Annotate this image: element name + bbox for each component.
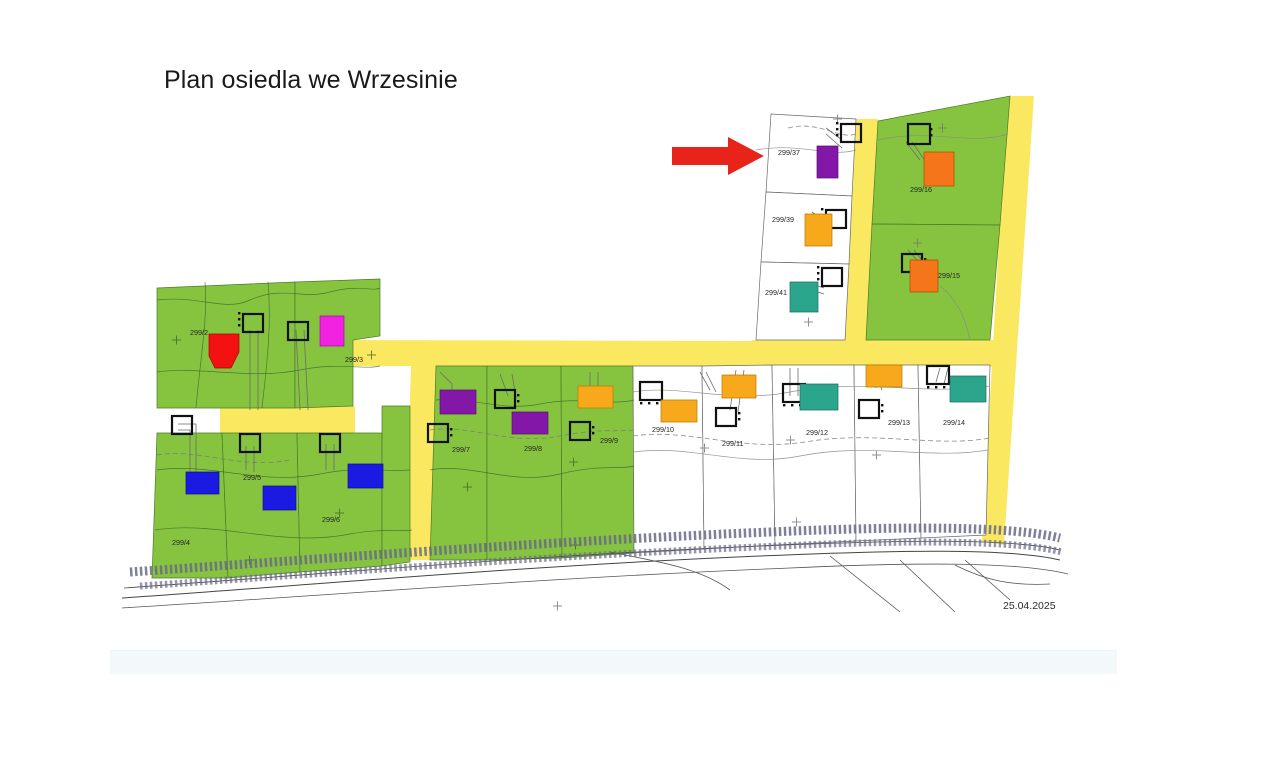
- parcel-area-299-10[interactable]: [632, 365, 705, 554]
- parcel-label-299-5: 299/5: [243, 473, 261, 482]
- house-299-14[interactable]: [949, 375, 987, 403]
- outbuilding-icon: [820, 266, 844, 288]
- cadastral-dashed-lines: [156, 125, 991, 464]
- parcel-label-299-9: 299/9: [600, 436, 618, 445]
- parcel-label-299-4: 299/4: [172, 538, 190, 547]
- house-299-39[interactable]: [804, 213, 833, 247]
- road-ne-horizontal: [750, 340, 1006, 367]
- pointer-arrow: [672, 137, 764, 175]
- house-299-41[interactable]: [789, 281, 819, 313]
- road-west-spur: [220, 406, 355, 433]
- parcel-area-299-13[interactable]: [853, 364, 922, 542]
- road-network: [220, 96, 1034, 560]
- parcel-label-299-12: 299/12: [806, 428, 828, 437]
- road-middle-vertical: [405, 366, 436, 560]
- house-299-4[interactable]: [185, 471, 220, 495]
- parcel-label-299-6: 299/6: [322, 515, 340, 524]
- site-plan-map[interactable]: 299/2 299/3 299/4 299/5 299/6 299/7 299/8 299/9…: [0, 0, 1280, 640]
- site-plan-svg[interactable]: 299/2 299/3 299/4 299/5 299/6 299/7 299/8 299/9…: [0, 0, 1280, 640]
- house-299-13[interactable]: [865, 364, 903, 388]
- outbuilding-icon: [857, 398, 881, 420]
- outbuilding-icon: [493, 388, 517, 410]
- page-title: Plan osiedla we Wrzesinie: [164, 66, 458, 94]
- house-299-15[interactable]: [909, 259, 939, 293]
- house-footprints[interactable]: [185, 145, 987, 511]
- road-central-horizontal: [352, 340, 754, 366]
- cadastral-linework: [154, 281, 635, 539]
- parcel-label-299-41: 299/41: [765, 288, 787, 297]
- house-299-6[interactable]: [347, 463, 384, 489]
- parcel-area-299-8[interactable]: [486, 365, 563, 561]
- parcel-label-299-39: 299/39: [772, 215, 794, 224]
- house-299-7[interactable]: [439, 389, 477, 415]
- parcel-area-299-14[interactable]: [917, 364, 991, 539]
- house-299-10[interactable]: [660, 399, 698, 423]
- outbuilding-icon: [238, 432, 262, 454]
- house-299-3[interactable]: [319, 315, 345, 347]
- outbuilding-icon: [839, 122, 863, 144]
- outbuilding-icon: [241, 312, 265, 334]
- house-299-5[interactable]: [262, 485, 297, 511]
- parcel-area-299-west-filler: [381, 405, 411, 567]
- house-299-8[interactable]: [511, 411, 549, 435]
- outbuilding-icon: [170, 414, 194, 436]
- parcel-label-299-37: 299/37: [778, 148, 800, 157]
- parcel-label-299-16: 299/16: [910, 185, 932, 194]
- parcel-label-299-11: 299/11: [722, 439, 743, 448]
- outbuilding-icon: [318, 432, 342, 454]
- outbuilding-icon: [426, 422, 450, 444]
- parcel-labels: 299/2 299/3 299/4 299/5 299/6 299/7 299/8 299/9…: [172, 148, 965, 547]
- parcel-label-299-2: 299/2: [190, 328, 208, 337]
- date-stamp: 25.04.2025: [1003, 600, 1056, 612]
- survey-marks-grey: [553, 114, 947, 611]
- outbuilding-icon: [638, 380, 664, 402]
- house-299-11[interactable]: [721, 374, 757, 399]
- house-299-16[interactable]: [923, 151, 955, 187]
- outbuilding-icon: [925, 364, 951, 386]
- outbuilding-icon: [568, 420, 592, 442]
- bottom-street: [121, 523, 1069, 613]
- outbuilding-icon: [286, 320, 310, 342]
- parcel-label-299-13: 299/13: [888, 418, 910, 427]
- parcel-label-299-10: 299/10: [652, 425, 674, 434]
- house-299-37[interactable]: [816, 145, 839, 179]
- road-right-diagonal: [982, 96, 1034, 545]
- parcel-group-ne-green[interactable]: [865, 95, 1011, 341]
- house-299-12[interactable]: [799, 383, 839, 411]
- bottom-placeholder-bar: [110, 650, 1117, 674]
- outbuilding-icon: [714, 406, 738, 428]
- parcel-label-299-7: 299/7: [452, 445, 470, 454]
- house-299-9[interactable]: [577, 385, 614, 409]
- parcel-label-299-14: 299/14: [943, 418, 965, 427]
- parcel-label-299-8: 299/8: [524, 444, 542, 453]
- parcel-label-299-15: 299/15: [938, 271, 960, 280]
- parcel-label-299-3: 299/3: [345, 355, 363, 364]
- house-299-2[interactable]: [208, 333, 240, 369]
